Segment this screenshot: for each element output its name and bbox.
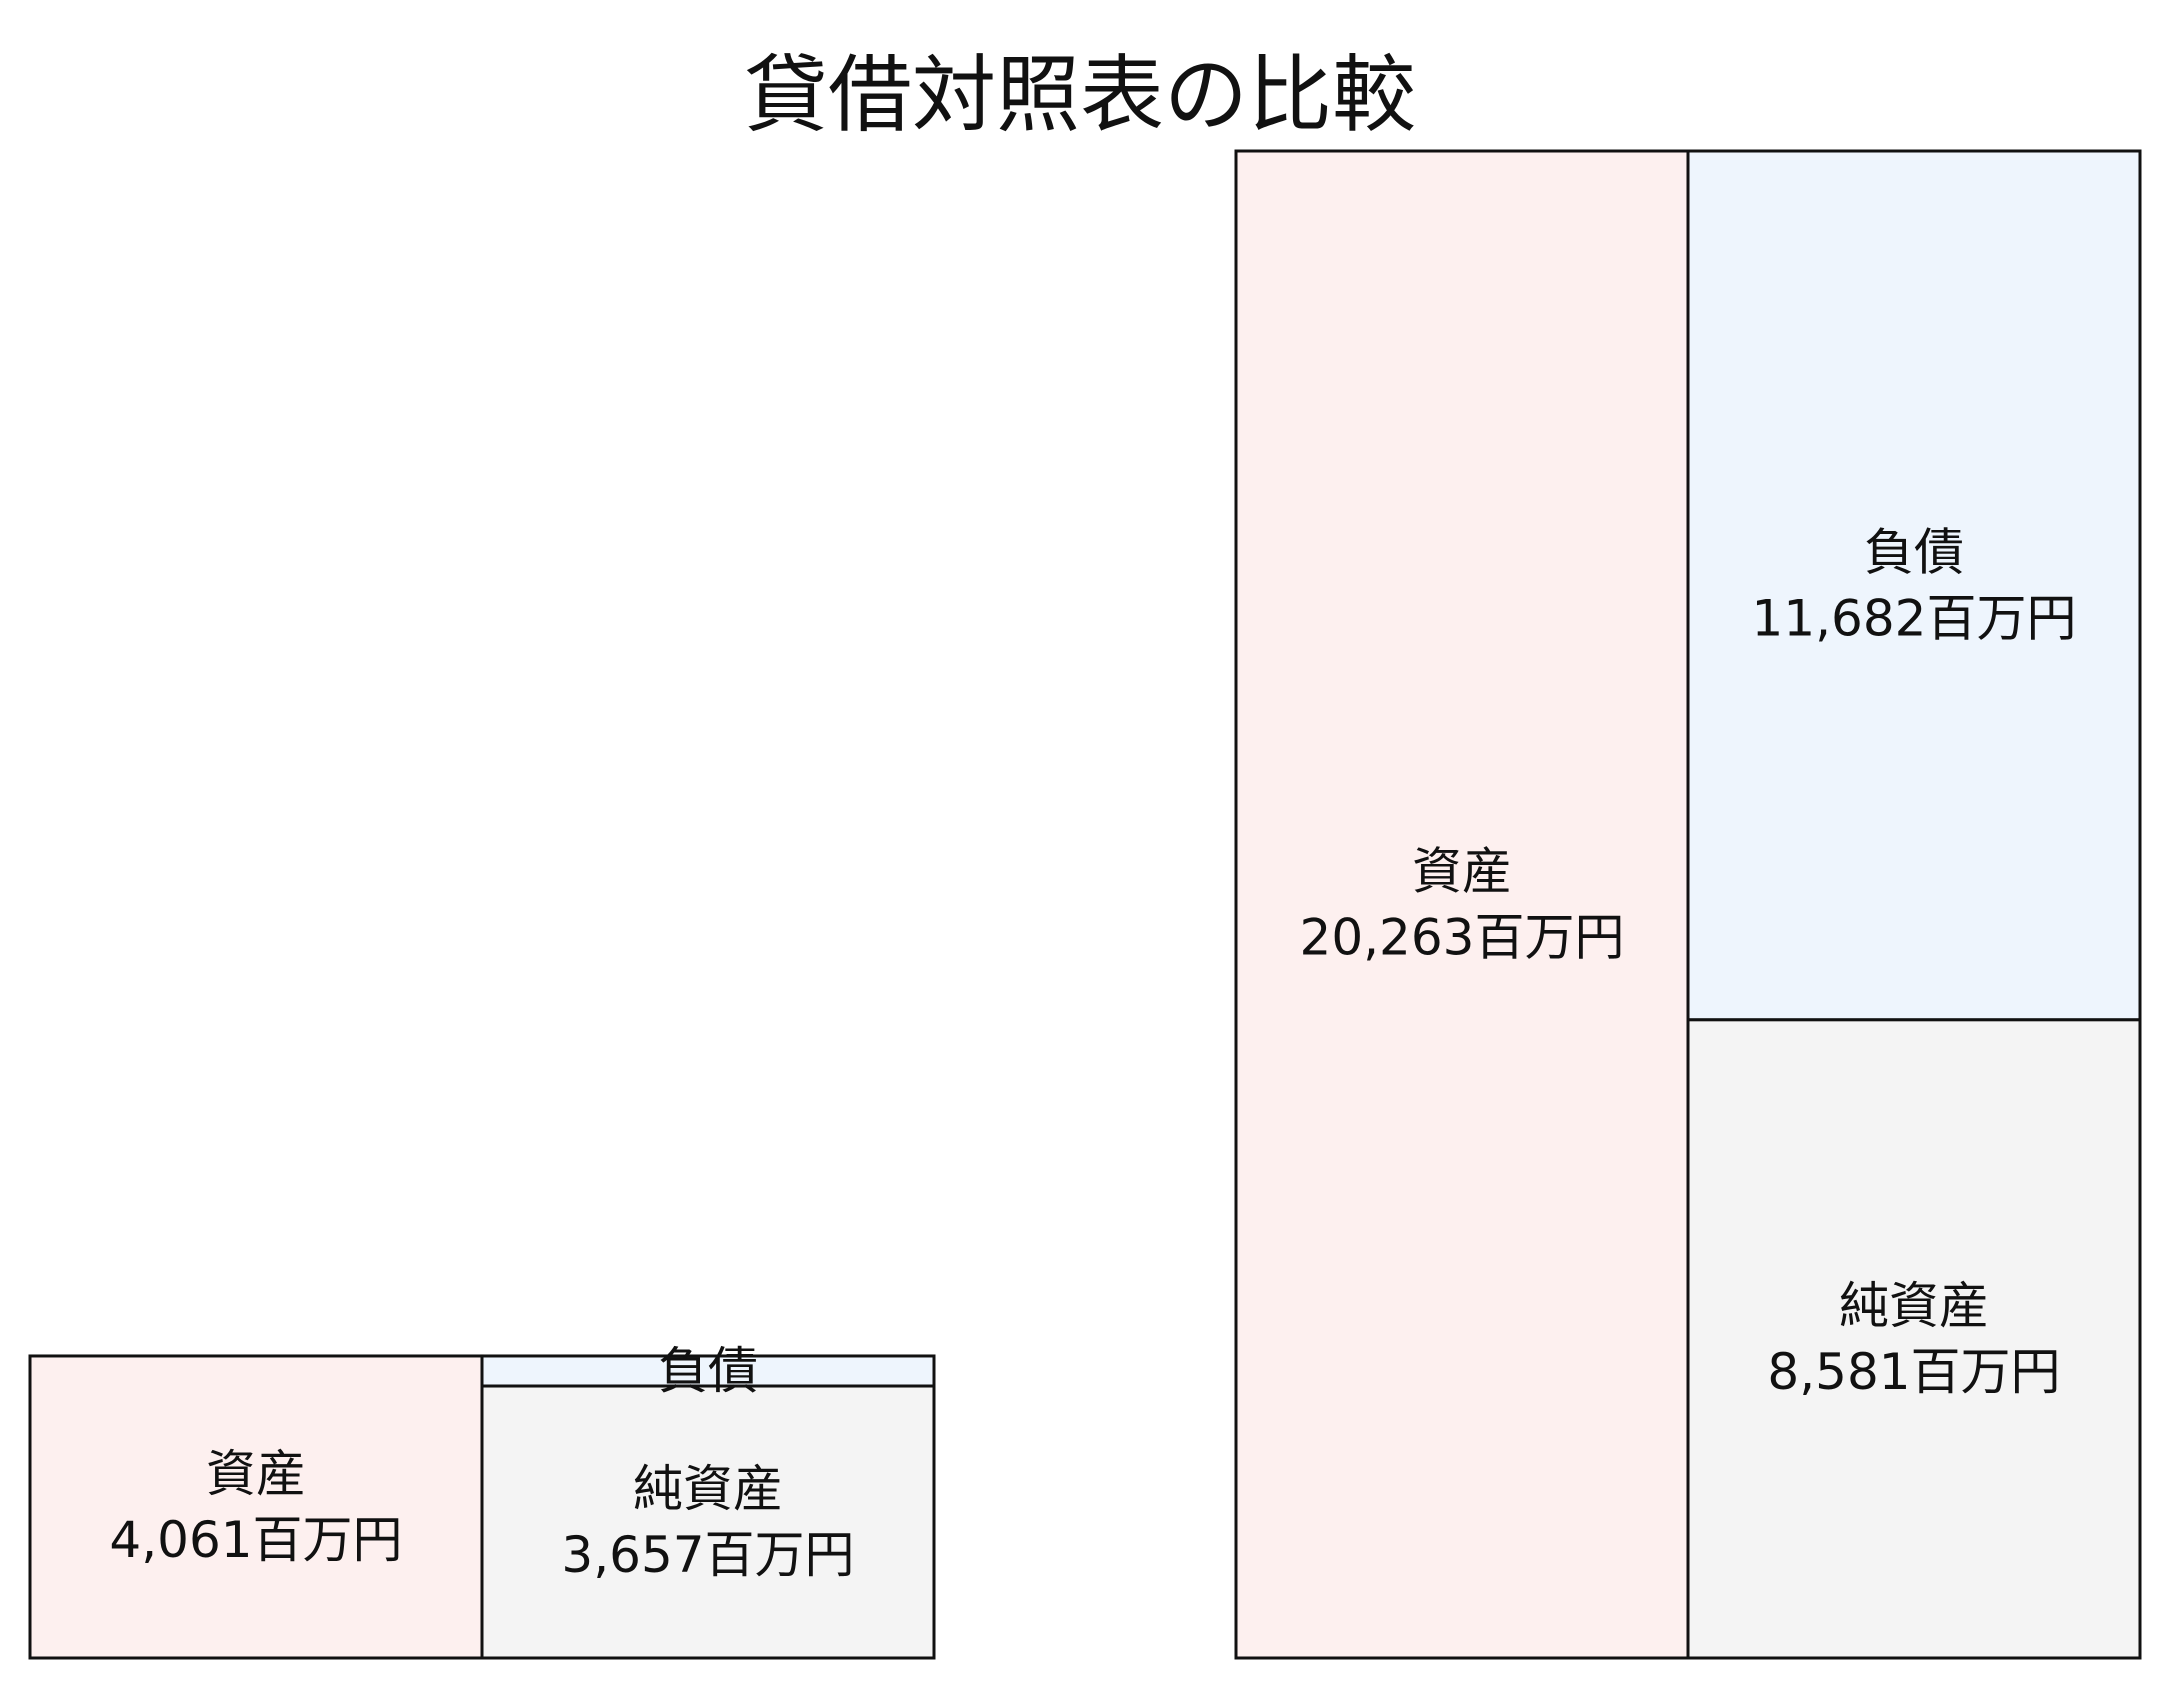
chart-title: 貸借対照表の比較: [743, 46, 1416, 144]
panel-2-asset-bar: [1234, 149, 1690, 1660]
panel-1-asset-bar: [28, 1354, 484, 1660]
panel-2-equity-bar: [1686, 1018, 2142, 1660]
panel-1-liability-label: 負債: [658, 1342, 758, 1400]
panel-2-liability-bar: [1686, 149, 2142, 1022]
panel-1-equity-bar: [480, 1384, 936, 1660]
panel-1-liability-bar: [480, 1354, 936, 1388]
